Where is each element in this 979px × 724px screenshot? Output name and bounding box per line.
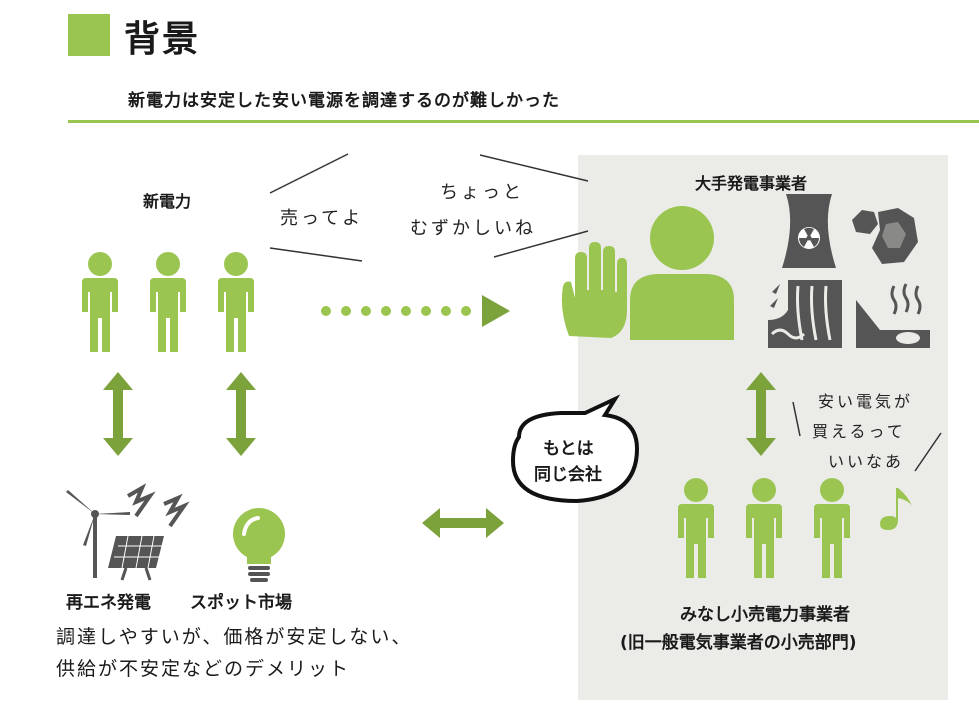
dialogue-sell: 売ってよ — [280, 208, 364, 229]
note-line-2: 供給が不安定などのデメリット — [56, 658, 351, 680]
dialogue-reply-2: むずかしいね — [410, 218, 536, 239]
generator-person-icon — [630, 206, 734, 340]
wind-solar-icon — [66, 483, 190, 581]
page-title: 背景 — [124, 19, 201, 60]
horizontal-double-arrow — [422, 508, 504, 538]
renewable-double-arrow — [103, 372, 133, 456]
light-bulb-icon — [233, 508, 285, 582]
hydro-plant-icon — [768, 280, 842, 348]
new-power-people — [82, 252, 254, 352]
thermal-plant-icon — [856, 283, 930, 348]
retailer-comment-1: 安い電気が — [818, 392, 914, 411]
coal-icon — [852, 208, 918, 264]
dialogue-reply-1: ちょっと — [440, 182, 524, 203]
new-power-label: 新電力 — [143, 192, 192, 211]
note-line-1: 調達しやすいが、価格が安定しない、 — [56, 626, 413, 648]
title-marker — [68, 14, 110, 56]
spot-market-label: スポット市場 — [190, 593, 292, 613]
retailer-comment-3: いいなあ — [828, 452, 905, 471]
hand-stop-icon — [561, 242, 627, 338]
nuclear-plant-icon — [782, 194, 836, 268]
spot-market-double-arrow — [226, 372, 256, 456]
major-generators-label: 大手発電事業者 — [695, 174, 808, 193]
speech-bubble — [510, 394, 640, 504]
bubble-line-1: もとは — [543, 439, 594, 459]
retailer-people — [678, 478, 850, 578]
bubble-line-2: 同じ会社 — [534, 465, 602, 485]
renewable-label: 再エネ発電 — [66, 593, 151, 613]
retailer-label-1: みなし小売電力事業者 — [680, 605, 850, 625]
page-subtitle: 新電力は安定した安い電源を調達するのが難しかった — [128, 91, 560, 111]
header-divider — [68, 120, 979, 123]
music-note-icon — [880, 488, 912, 530]
dotted-arrow-right — [321, 295, 510, 327]
retailer-comment-2: 買えるって — [812, 422, 906, 441]
retailer-label-2: (旧一般電気事業者の小売部門) — [620, 633, 857, 653]
retailer-double-arrow — [746, 372, 776, 456]
